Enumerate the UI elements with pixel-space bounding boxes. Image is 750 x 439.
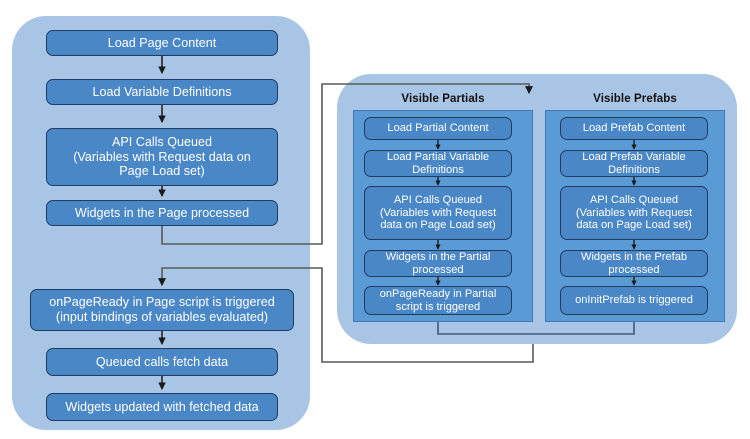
visible-prefabs-caption: Visible Prefabs xyxy=(593,93,677,105)
process-box-widgets-in-prefab-processed[interactable]: Widgets in the Prefab processed xyxy=(560,250,708,277)
process-box-widgets-in-partial-processed[interactable]: Widgets in the Partial processed xyxy=(364,250,512,277)
process-box-oninitprefab[interactable]: onInitPrefab is triggered xyxy=(560,286,708,315)
process-box-queued-calls-fetch-data[interactable]: Queued calls fetch data xyxy=(46,348,278,376)
process-box-load-partial-variable-definitions[interactable]: Load Partial Variable Definitions xyxy=(364,150,512,177)
process-box-api-calls-queued-page[interactable]: API Calls Queued (Variables with Request… xyxy=(46,128,278,186)
process-box-api-calls-queued-prefab[interactable]: API Calls Queued (Variables with Request… xyxy=(560,186,708,240)
process-box-load-variable-definitions[interactable]: Load Variable Definitions xyxy=(46,79,278,105)
process-box-load-prefab-content[interactable]: Load Prefab Content xyxy=(560,117,708,140)
process-box-onpageready-partial[interactable]: onPageReady in Partial script is trigger… xyxy=(364,286,512,315)
process-box-widgets-updated-fetched-data[interactable]: Widgets updated with fetched data xyxy=(46,393,278,421)
process-box-onpageready-page[interactable]: onPageReady in Page script is triggered … xyxy=(30,289,294,331)
process-box-load-partial-content[interactable]: Load Partial Content xyxy=(364,117,512,140)
process-box-api-calls-queued-partial[interactable]: API Calls Queued (Variables with Request… xyxy=(364,186,512,240)
process-box-load-prefab-variable-definitions[interactable]: Load Prefab Variable Definitions xyxy=(560,150,708,177)
process-box-load-page-content[interactable]: Load Page Content xyxy=(46,30,278,56)
visible-partials-caption: Visible Partials xyxy=(401,93,485,105)
process-box-widgets-in-page-processed[interactable]: Widgets in the Page processed xyxy=(46,200,278,226)
